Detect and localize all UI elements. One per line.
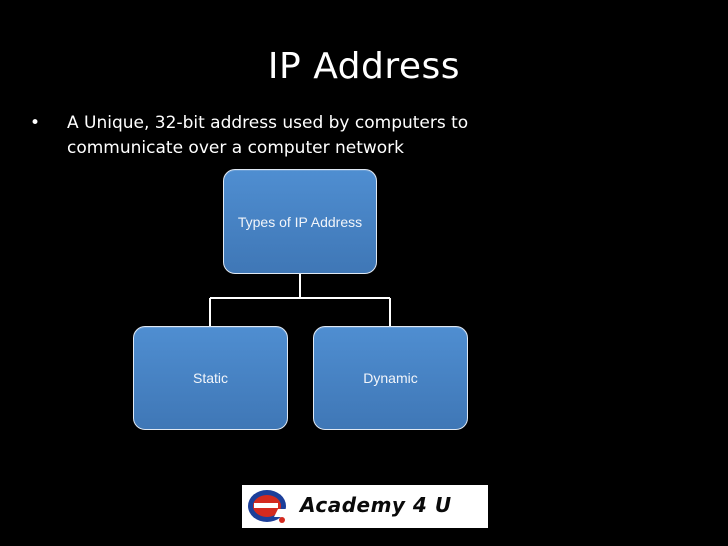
node-dynamic: Dynamic bbox=[313, 326, 468, 430]
node-types-of-ip-address: Types of IP Address bbox=[223, 169, 377, 274]
academy-4-u-logo: Academy 4 U bbox=[242, 485, 488, 528]
logo-text: Academy 4 U bbox=[300, 493, 452, 517]
bullet-text: A Unique, 32-bit address used by compute… bbox=[67, 113, 469, 158]
e-letter-logo-icon bbox=[248, 490, 286, 523]
bullet-marker: • bbox=[30, 113, 41, 133]
slide-title: IP Address bbox=[267, 46, 461, 87]
node-static: Static bbox=[133, 326, 288, 430]
